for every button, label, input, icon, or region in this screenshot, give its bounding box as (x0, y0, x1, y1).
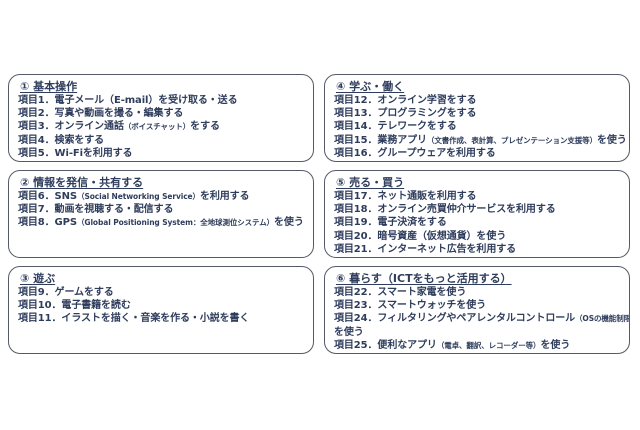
category-box-play: ③ 遊ぶ項目9．ゲームをする項目10．電子書籍を読む項目11．イラストを描く・音… (8, 266, 314, 354)
list-item: 項目22．スマート家電を使う (334, 286, 621, 299)
category-title: ⑥ 暮らす（ICTをもっと活用する） (336, 272, 512, 285)
list-item: 項目13．プログラミングをする (334, 107, 621, 120)
category-title: ① 基本操作 (20, 80, 78, 93)
list-item: 項目20．暗号資産（仮想通貨）を使う (334, 230, 621, 243)
category-title: ⑤ 売る・買う (336, 176, 405, 189)
item-text-small: （文書作成、表計算、プレゼンテーション支援等） (426, 135, 597, 145)
item-text-after: を使う (274, 217, 304, 229)
item-text-small: （ボイスチャット） (123, 122, 191, 132)
item-text-small: （電卓、翻訳、レコーダー等） (436, 340, 541, 350)
item-text-main: 項目4．検索をする (18, 134, 105, 146)
list-item: 項目21．インターネット広告を利用する (334, 243, 621, 256)
item-list: 項目17．ネット通販を利用する項目18．オンライン売買仲介サービスを利用する項目… (334, 190, 621, 256)
list-item: 項目19．電子決済をする (334, 216, 621, 229)
item-text-main: 項目10．電子書籍を読む (18, 300, 131, 312)
item-list: 項目6．SNS（Social Networking Service）を利用する項… (18, 190, 305, 230)
item-text-main: 項目17．ネット通販を利用する (334, 191, 477, 202)
item-list: 項目12．オンライン学習をする項目13．プログラミングをする項目14．テレワーク… (334, 94, 627, 160)
item-text-main: 項目18．オンライン売買仲介サービスを利用する (334, 204, 556, 216)
list-item: 項目1．電子メール（E-mail）を受け取る・送る (18, 94, 305, 107)
list-item: 項目2．写真や動画を撮る・編集する (18, 107, 305, 120)
item-text-main: 項目16．グループウェアを利用する (334, 147, 496, 159)
item-text-small: （Social Networking Service） (77, 192, 200, 201)
list-item: 項目25．便利なアプリ（電卓、翻訳、レコーダー等）を使う (334, 339, 621, 352)
item-text-main: 項目21．インターネット広告を利用する (334, 243, 517, 255)
list-item: 項目3．オンライン通話（ボイスチャット）をする (18, 120, 305, 133)
category-title: ② 情報を発信・共有する (20, 176, 144, 189)
item-list: 項目9．ゲームをする項目10．電子書籍を読む項目11．イラストを描く・音楽を作る… (18, 286, 305, 326)
item-list: 項目1．電子メール（E-mail）を受け取る・送る項目2．写真や動画を撮る・編集… (18, 94, 305, 160)
item-text-main: 項目9．ゲームをする (18, 287, 114, 298)
item-text-main: 項目15．業務アプリ (334, 134, 427, 146)
list-item: 項目4．検索をする (18, 134, 305, 147)
list-item: 項目24．フィルタリングやペアレンタルコントロール（OSの機能制限） を使う (334, 312, 629, 338)
item-list: 項目22．スマート家電を使う項目23．スマートウォッチを使う項目24．フィルタリ… (334, 286, 629, 352)
list-item: 項目15．業務アプリ（文書作成、表計算、プレゼンテーション支援等）を使う (334, 134, 627, 147)
item-text-main: 項目12．オンライン学習をする (334, 95, 477, 106)
item-text-main: 項目13．プログラミングをする (334, 108, 477, 120)
item-text-main: 項目24．フィルタリングやペアレンタルコントロール (334, 313, 576, 325)
item-text-main: 項目20．暗号資産（仮想通貨）を使う (334, 230, 507, 242)
item-text-main: 項目23．スマートウォッチを使う (334, 300, 487, 312)
list-item: 項目17．ネット通販を利用する (334, 190, 621, 203)
category-box-learn-work: ④ 学ぶ・働く項目12．オンライン学習をする項目13．プログラミングをする項目1… (324, 74, 630, 162)
category-box-living: ⑥ 暮らす（ICTをもっと活用する）項目22．スマート家電を使う項目23．スマー… (324, 266, 630, 354)
item-text-main: 項目3．オンライン通話 (18, 121, 124, 133)
list-item: 項目7．動画を視聴する・配信する (18, 203, 305, 216)
item-text-main: 項目14．テレワークをする (334, 121, 457, 133)
item-text-after: を使う (596, 134, 627, 146)
item-text-main: 項目1．電子メール（E-mail）を受け取る・送る (18, 95, 238, 106)
item-text-main: 項目7．動画を視聴する・配信する (18, 204, 174, 216)
list-item: 項目11．イラストを描く・音楽を作る・小説を書く (18, 312, 305, 325)
list-item: 項目16．グループウェアを利用する (334, 147, 621, 160)
category-box-sell-buy: ⑤ 売る・買う項目17．ネット通販を利用する項目18．オンライン売買仲介サービス… (324, 170, 630, 258)
item-text-cont: を使う (334, 326, 364, 338)
item-text-main: 項目19．電子決済をする (334, 217, 447, 229)
item-text-small: （Global Positioning System：全地球測位システム） (77, 218, 275, 228)
category-title: ④ 学ぶ・働く (336, 80, 405, 93)
item-text-after: を利用する (199, 191, 250, 202)
category-box-share: ② 情報を発信・共有する項目6．SNS（Social Networking Se… (8, 170, 314, 258)
item-text-main: 項目8．GPS (18, 217, 77, 229)
list-item: 項目5．Wi-Fiを利用する (18, 147, 305, 160)
list-item: 項目12．オンライン学習をする (334, 94, 621, 107)
item-text-main: 項目2．写真や動画を撮る・編集する (18, 108, 184, 120)
item-text-main: 項目22．スマート家電を使う (334, 287, 467, 298)
item-text-small: （OSの機能制限） (575, 314, 629, 324)
list-item: 項目8．GPS（Global Positioning System：全地球測位シ… (18, 216, 305, 229)
list-item: 項目18．オンライン売買仲介サービスを利用する (334, 203, 621, 216)
list-item: 項目23．スマートウォッチを使う (334, 299, 621, 312)
item-text-main: 項目5．Wi-Fiを利用する (18, 147, 133, 159)
category-title: ③ 遊ぶ (20, 272, 56, 285)
item-text-main: 項目11．イラストを描く・音楽を作る・小説を書く (18, 313, 250, 325)
list-item: 項目6．SNS（Social Networking Service）を利用する (18, 190, 305, 203)
category-box-basic: ① 基本操作項目1．電子メール（E-mail）を受け取る・送る項目2．写真や動画… (8, 74, 314, 162)
item-text-main: 項目25．便利なアプリ (334, 339, 437, 351)
list-item: 項目14．テレワークをする (334, 120, 621, 133)
item-text-after: を使う (540, 339, 571, 351)
list-item: 項目10．電子書籍を読む (18, 299, 305, 312)
list-item: 項目9．ゲームをする (18, 286, 305, 299)
item-text-main: 項目6．SNS (18, 191, 78, 202)
item-text-after: をする (190, 121, 220, 133)
